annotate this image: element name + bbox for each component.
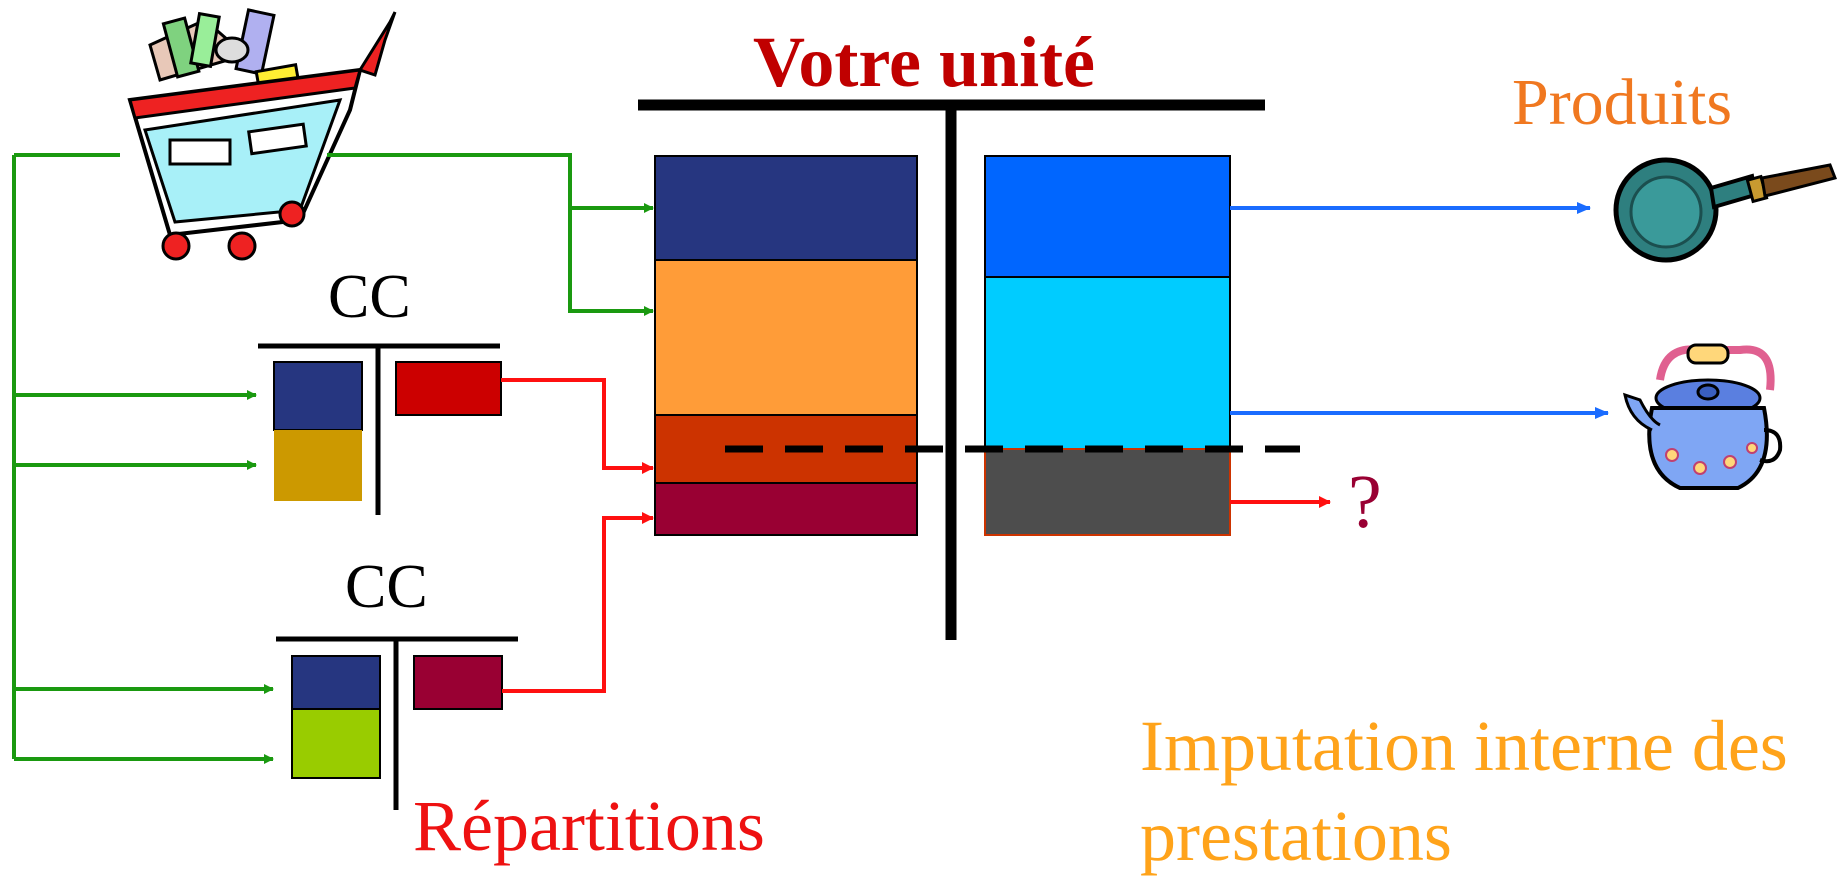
cc2-lime-block — [291, 708, 381, 779]
cost-center-2 — [276, 636, 518, 810]
cost-center-1 — [258, 343, 502, 515]
products-label: Produits — [1512, 66, 1733, 139]
green-flow-lines — [12, 153, 654, 764]
frying-pan-icon — [1613, 157, 1838, 263]
unit-orange-block — [654, 259, 918, 416]
unit-blue-block — [984, 155, 1231, 278]
cc2-output-block — [413, 655, 503, 710]
cost-center-1-label: CC — [328, 263, 411, 331]
question-mark-label: ? — [1348, 460, 1382, 544]
unit-t-account — [638, 99, 1300, 640]
cost-center-2-label: CC — [345, 553, 428, 621]
flow-cc2-to-unit — [502, 512, 654, 693]
flow-cart-to-unit-orange — [568, 208, 654, 316]
unit-title: Votre unité — [753, 22, 1095, 102]
cc1-gold-block — [274, 430, 362, 501]
unit-grey-block — [984, 448, 1231, 536]
shopping-cart-icon — [127, 8, 397, 261]
allocation-label: Répartitions — [413, 786, 765, 866]
cc1-navy-block — [273, 361, 363, 431]
red-allocation-lines — [501, 378, 654, 693]
unit-maroon-block — [654, 482, 918, 536]
unit-cyan-block — [984, 276, 1231, 450]
flow-cc1-to-unit — [501, 378, 654, 474]
teapot-icon — [1623, 343, 1783, 490]
internal-imputation-line-2: prestations — [1140, 796, 1452, 876]
output-flows — [1230, 202, 1609, 508]
cc1-output-block — [395, 361, 502, 416]
flow-cart-to-unit-top — [327, 153, 654, 213]
cc2-navy-block — [291, 655, 381, 710]
internal-imputation-line-1: Imputation interne des — [1140, 706, 1788, 786]
unit-navy-block — [654, 155, 918, 261]
